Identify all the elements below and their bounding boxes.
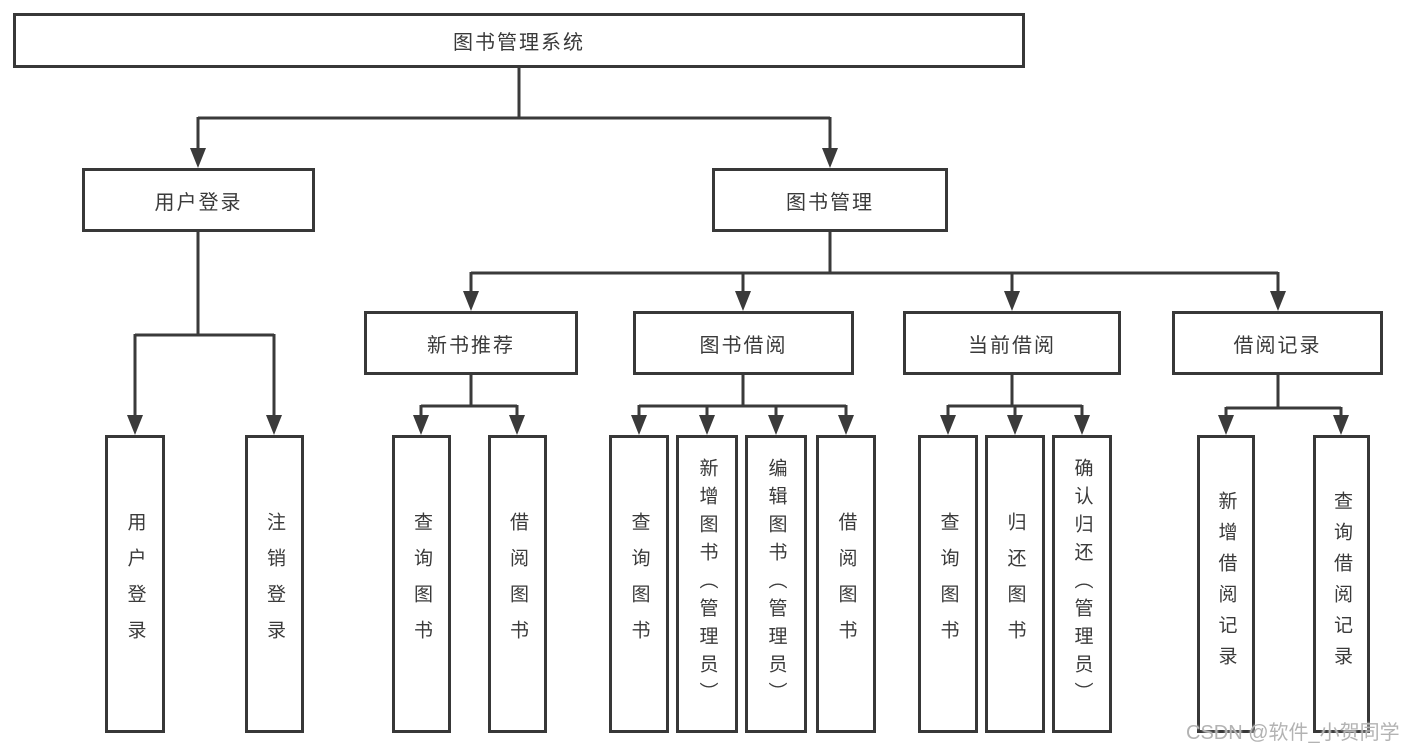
node-book-management-label: 图书管理 bbox=[786, 191, 874, 214]
leaf-borrow-books-recommend: 借阅图书 bbox=[488, 435, 547, 733]
leaf-edit-book-admin: 编辑图书（管理员） bbox=[745, 435, 807, 733]
leaf-add-book-admin-label: 新增图书（管理员） bbox=[696, 458, 718, 710]
leaf-return-books: 归还图书 bbox=[985, 435, 1045, 733]
leaf-user-login-label: 用户登录 bbox=[124, 512, 146, 656]
node-book-management: 图书管理 bbox=[712, 168, 948, 232]
leaf-logout: 注销登录 bbox=[245, 435, 304, 733]
leaf-query-borrow-record-label: 查询借阅记录 bbox=[1331, 491, 1352, 677]
node-book-borrowing: 图书借阅 bbox=[633, 311, 854, 375]
leaf-confirm-return-admin: 确认归还（管理员） bbox=[1052, 435, 1112, 733]
leaf-borrow-books-recommend-label: 借阅图书 bbox=[507, 512, 528, 656]
leaf-add-borrow-record: 新增借阅记录 bbox=[1197, 435, 1255, 733]
leaf-add-borrow-record-label: 新增借阅记录 bbox=[1215, 491, 1237, 677]
node-borrowing-records: 借阅记录 bbox=[1172, 311, 1383, 375]
leaf-query-books-borrowing: 查询图书 bbox=[609, 435, 669, 733]
leaf-query-borrow-record: 查询借阅记录 bbox=[1313, 435, 1370, 733]
node-user-login: 用户登录 bbox=[82, 168, 315, 232]
leaf-return-books-label: 归还图书 bbox=[1004, 512, 1026, 656]
leaf-query-books-recommend-label: 查询图书 bbox=[411, 512, 432, 656]
node-new-book-recommend-label: 新书推荐 bbox=[427, 334, 515, 357]
node-new-book-recommend: 新书推荐 bbox=[364, 311, 578, 375]
leaf-query-books-recommend: 查询图书 bbox=[392, 435, 451, 733]
watermark: CSDN @软件_小贺同学 bbox=[1186, 722, 1400, 744]
leaf-logout-label: 注销登录 bbox=[264, 512, 285, 656]
node-library-system: 图书管理系统 bbox=[13, 13, 1025, 68]
node-book-borrowing-label: 图书借阅 bbox=[699, 334, 788, 357]
node-library-system-label: 图书管理系统 bbox=[453, 32, 585, 54]
leaf-user-login: 用户登录 bbox=[105, 435, 165, 733]
leaf-borrow-books-borrowing-label: 借阅图书 bbox=[835, 512, 857, 656]
leaf-query-books-current-label: 查询图书 bbox=[937, 512, 959, 656]
leaf-confirm-return-admin-label: 确认归还（管理员） bbox=[1071, 458, 1093, 710]
leaf-add-book-admin: 新增图书（管理员） bbox=[676, 435, 738, 733]
leaf-query-books-borrowing-label: 查询图书 bbox=[628, 512, 650, 656]
node-borrowing-records-label: 借阅记录 bbox=[1233, 334, 1322, 357]
node-current-borrowing-label: 当前借阅 bbox=[968, 334, 1056, 357]
leaf-edit-book-admin-label: 编辑图书（管理员） bbox=[765, 458, 787, 710]
leaf-query-books-current: 查询图书 bbox=[918, 435, 978, 733]
node-current-borrowing: 当前借阅 bbox=[903, 311, 1121, 375]
leaf-borrow-books-borrowing: 借阅图书 bbox=[816, 435, 876, 733]
node-user-login-label: 用户登录 bbox=[154, 191, 243, 214]
